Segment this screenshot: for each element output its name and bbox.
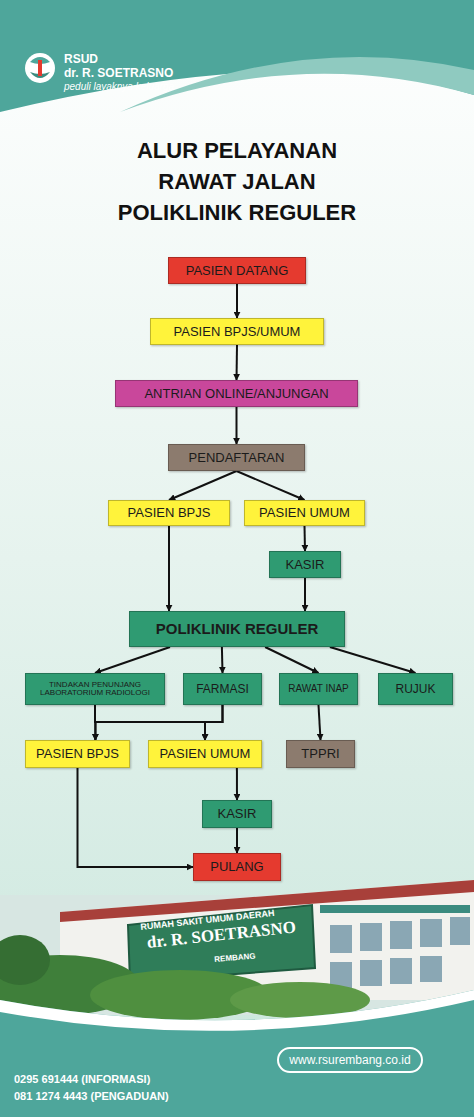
diagram-title: ALUR PELAYANAN RAWAT JALAN POLIKLINIK RE… bbox=[102, 136, 372, 228]
node-text: PASIEN UMUM bbox=[160, 747, 251, 761]
node-text: POLIKLINIK REGULER bbox=[156, 621, 319, 637]
flow-arrow bbox=[265, 647, 318, 673]
process-box: PASIEN UMUM bbox=[148, 740, 262, 768]
process-box: ANTRIAN ONLINE/ANJUNGAN bbox=[115, 380, 358, 407]
process-box: RAWAT INAP bbox=[279, 673, 358, 705]
flow-arrow bbox=[95, 647, 170, 673]
start-box: PASIEN DATANG bbox=[168, 257, 306, 284]
footer-band bbox=[0, 990, 474, 1117]
flow-arrow bbox=[236, 768, 238, 800]
logo-symbol bbox=[25, 53, 55, 83]
node-text: PENDAFTARAN bbox=[189, 451, 285, 465]
process-box: TINDAKAN PENUNJANG LABORATORIUM RADIOLOG… bbox=[25, 673, 165, 705]
process-box: TPPRI bbox=[286, 740, 355, 768]
logo-text: dr. R. SOETRASNO bbox=[64, 66, 173, 80]
building-sign-text: REMBANG bbox=[214, 951, 256, 964]
flow-arrow bbox=[237, 471, 305, 500]
node-text: PASIEN DATANG bbox=[186, 264, 289, 278]
hospital-building bbox=[0, 880, 474, 1020]
flow-arrow bbox=[95, 705, 205, 740]
node-text: TINDAKAN PENUNJANG LABORATORIUM RADIOLOG… bbox=[28, 681, 162, 698]
node-text: TPPRI bbox=[301, 747, 339, 761]
logo-text: RSUD bbox=[64, 52, 98, 66]
node-text: RAWAT INAP bbox=[288, 684, 349, 695]
footer-stripe bbox=[0, 990, 474, 1031]
flow-arrow bbox=[168, 526, 170, 611]
flow-arrow bbox=[236, 828, 238, 853]
node-text: PASIEN BPJS/UMUM bbox=[174, 325, 301, 339]
node-text: PULANG bbox=[210, 860, 263, 874]
header-band bbox=[0, 0, 474, 112]
process-box: PASIEN BPJS bbox=[25, 740, 130, 768]
phone-number: 0295 691444 (INFORMASI) bbox=[14, 1073, 150, 1085]
flow-arrow bbox=[169, 471, 237, 500]
flow-arrow bbox=[304, 578, 306, 611]
phone-number: 081 1274 4443 (PENGADUAN) bbox=[14, 1090, 169, 1102]
process-box: RUJUK bbox=[378, 673, 453, 705]
node-text: PASIEN BPJS bbox=[128, 506, 211, 520]
process-box: FARMASI bbox=[183, 673, 262, 705]
flow-arrow bbox=[95, 705, 222, 740]
node-text: FARMASI bbox=[196, 683, 249, 696]
flow-arrow bbox=[319, 705, 321, 740]
flow-arrow bbox=[236, 284, 238, 318]
website-pill: www.rsurembang.co.id bbox=[277, 1047, 423, 1073]
process-box: POLIKLINIK REGULER bbox=[129, 611, 345, 647]
flow-arrow bbox=[221, 647, 224, 673]
process-box: KASIR bbox=[202, 800, 272, 828]
process-box: PASIEN UMUM bbox=[244, 500, 365, 526]
node-text: PASIEN UMUM bbox=[259, 506, 350, 520]
process-box: KASIR bbox=[269, 551, 341, 578]
node-text: ANTRIAN ONLINE/ANJUNGAN bbox=[144, 387, 328, 401]
flow-arrow bbox=[205, 705, 223, 740]
flow-arrow bbox=[78, 768, 194, 867]
process-box: PENDAFTARAN bbox=[168, 444, 305, 471]
node-text: www.rsurembang.co.id bbox=[289, 1054, 410, 1067]
process-box: PASIEN BPJS bbox=[108, 500, 230, 526]
flow-arrow bbox=[94, 705, 96, 740]
process-box: PASIEN BPJS/UMUM bbox=[150, 318, 324, 345]
flow-arrow bbox=[236, 345, 239, 380]
logo-tagline: peduli layaknya keluarga bbox=[64, 81, 174, 92]
node-text: RUJUK bbox=[395, 683, 435, 696]
node-text: KASIR bbox=[285, 558, 324, 572]
flow-arrow bbox=[236, 407, 238, 444]
flow-arrow bbox=[330, 647, 416, 673]
end-box: PULANG bbox=[193, 853, 281, 881]
flow-arrow bbox=[304, 526, 307, 551]
node-text: KASIR bbox=[217, 807, 256, 821]
node-text: PASIEN BPJS bbox=[36, 747, 119, 761]
